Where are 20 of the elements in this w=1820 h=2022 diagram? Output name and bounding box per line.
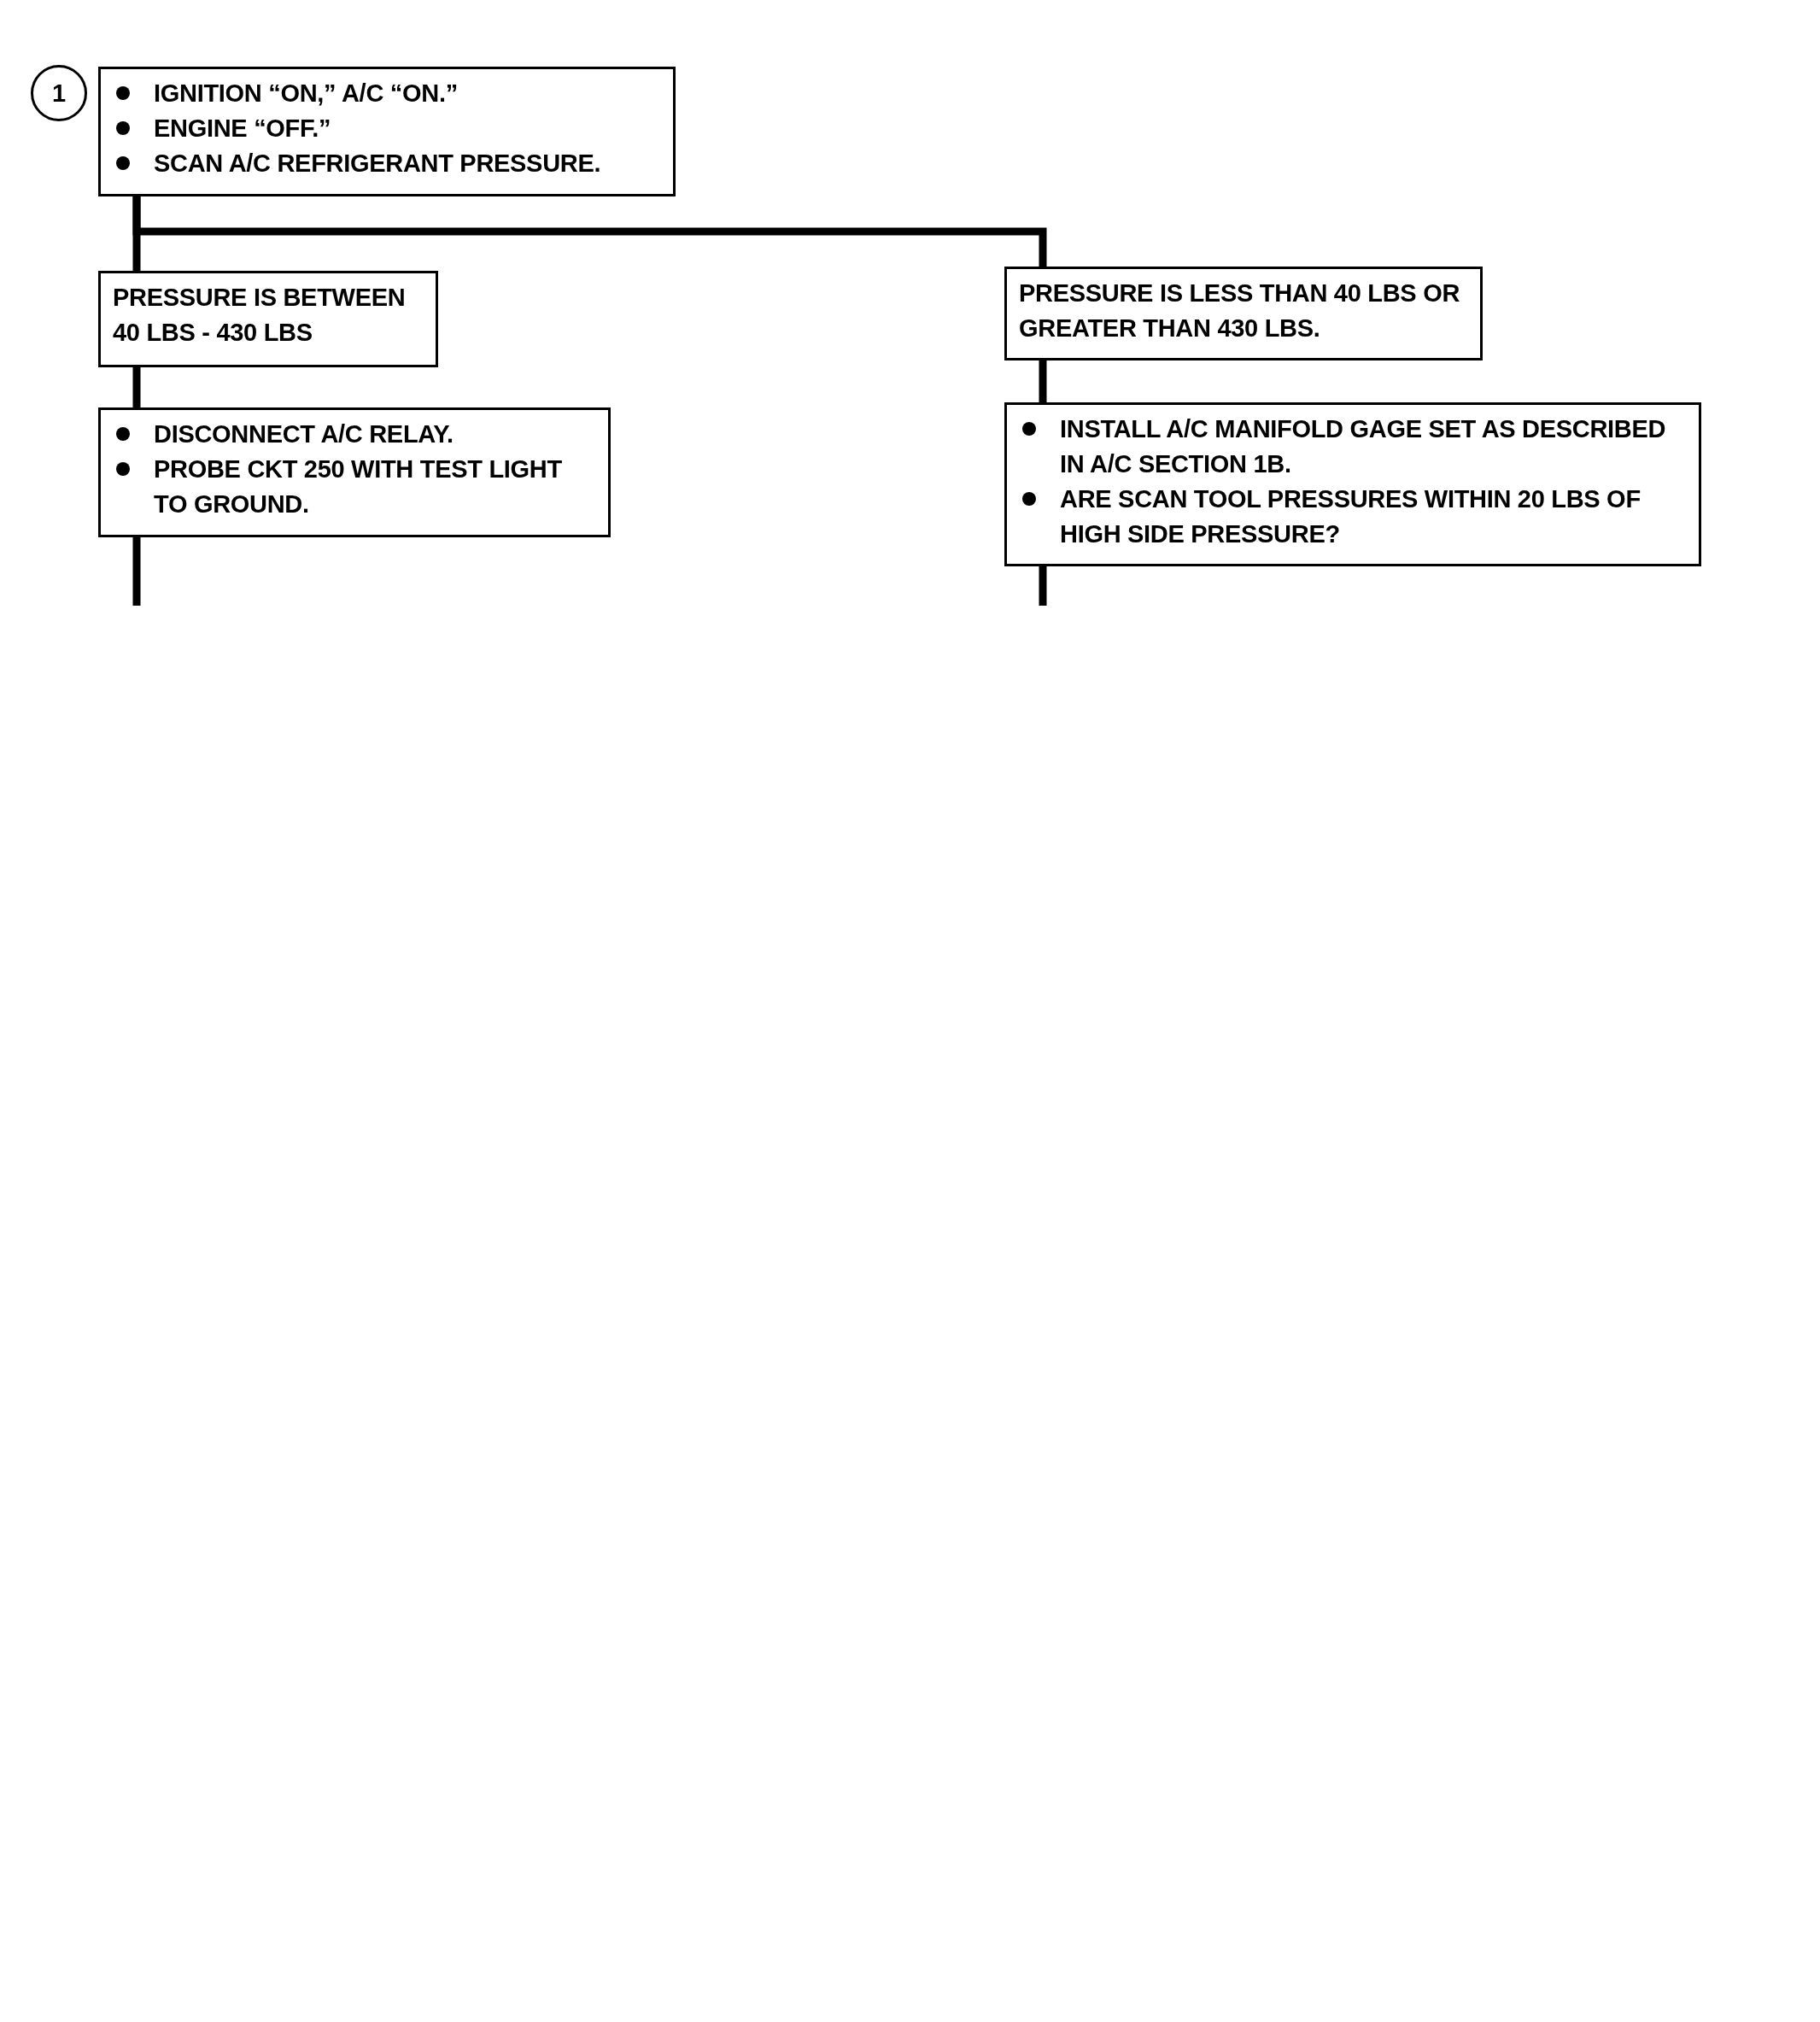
step-box — [98, 271, 438, 367]
step-number: 1 — [52, 78, 66, 108]
bullet-item: ARE SCAN TOOL PRESSURES WITHIN 20 LBS OF HIGH SIDE PRESSURE? — [1019, 482, 1687, 552]
step-text: PRESSURE IS BETWEEN 40 LBS - 430 LBS — [113, 284, 406, 346]
connector-line — [132, 367, 141, 407]
bullet-item: PROBE CKT 250 WITH TEST LIGHT TO GROUND. — [113, 452, 596, 522]
bullet-item: DISCONNECT A/C RELAY. — [113, 417, 596, 452]
connector-line — [1039, 566, 1047, 606]
step-text: PRESSURE IS LESS THAN 40 LBS OR GREATER THAN 430 LBS. — [1019, 279, 1460, 342]
step-box — [98, 67, 676, 196]
bullet-item: SCAN A/C REFRIGERANT PRESSURE. — [113, 146, 661, 181]
connector-line — [1039, 360, 1047, 402]
bullet-item: IGNITION “ON,” A/C “ON.” — [113, 76, 661, 111]
step-box — [1004, 402, 1701, 566]
bullet-item: INSTALL A/C MANIFOLD GAGE SET AS DESCRIBED IN A/C SECTION 1B. — [1019, 412, 1687, 482]
step-box — [98, 407, 611, 537]
step-box — [1004, 267, 1483, 360]
bullet-item: ENGINE “OFF.” — [113, 111, 661, 146]
connector-line — [132, 196, 1047, 267]
connector-line — [132, 537, 141, 606]
